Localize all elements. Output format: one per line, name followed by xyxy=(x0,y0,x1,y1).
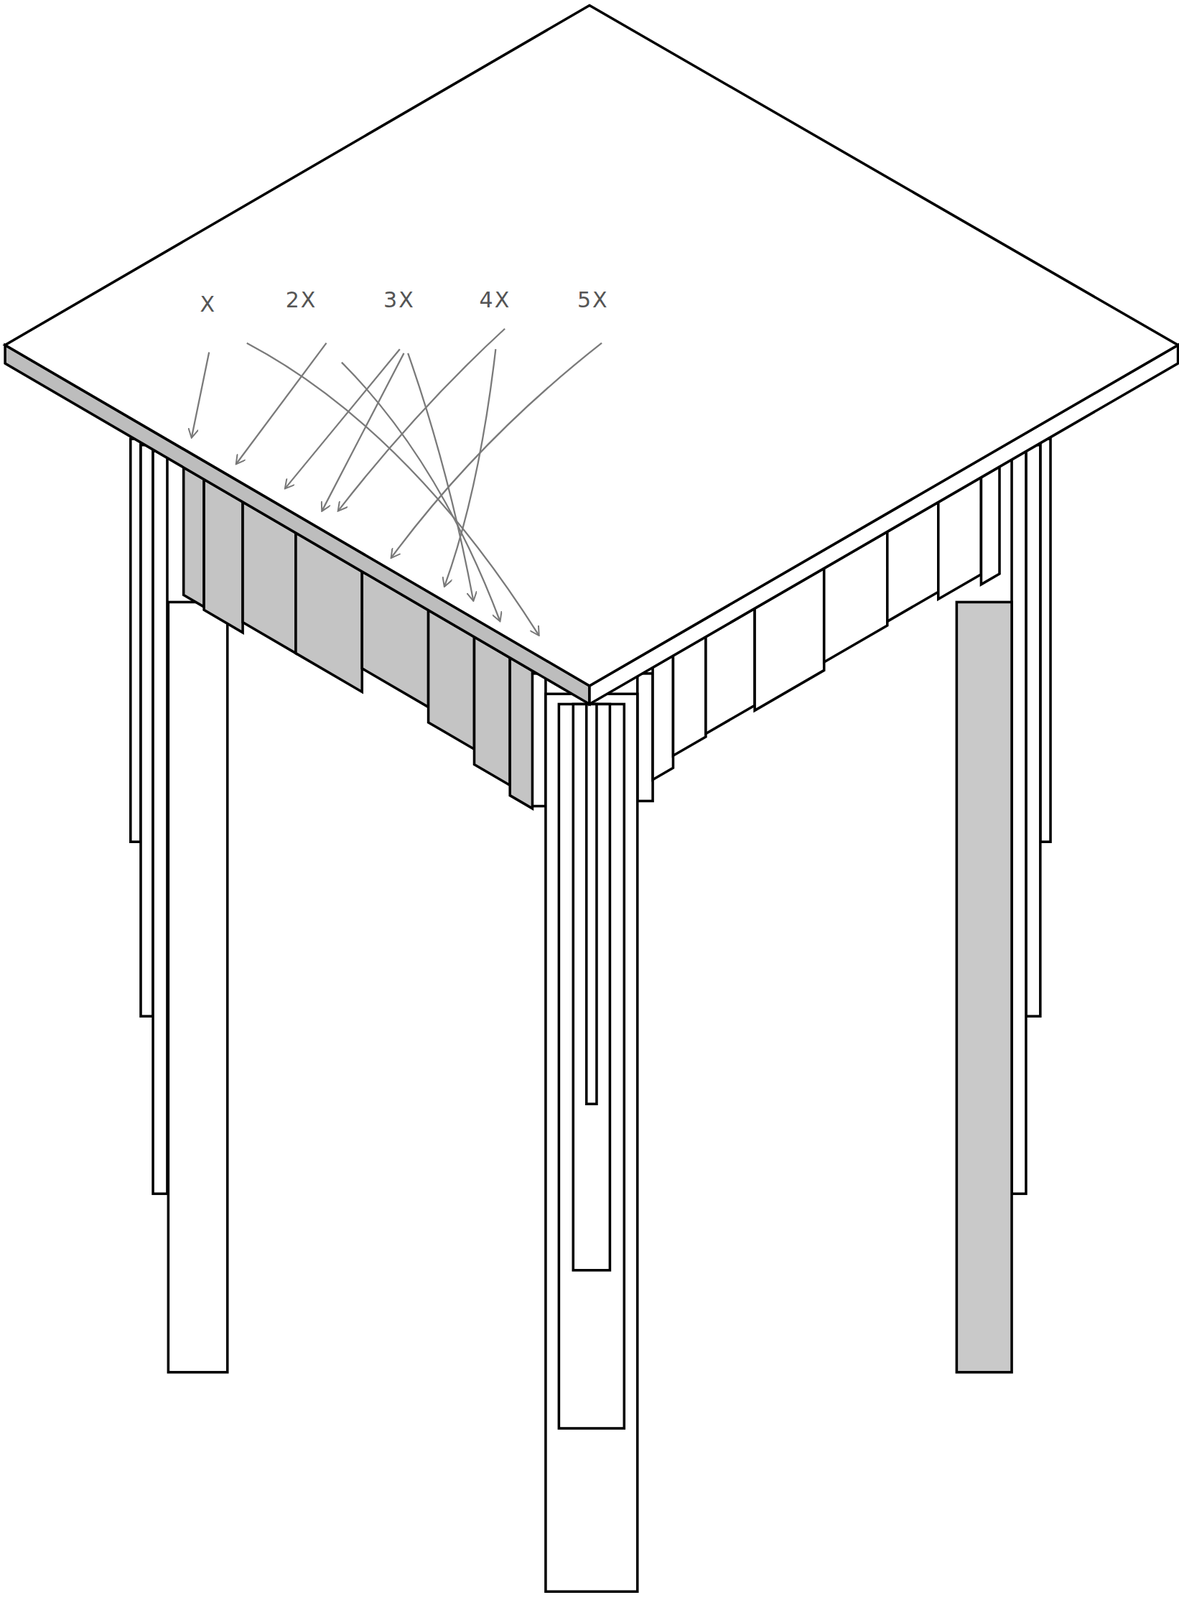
multiplier-label: 5X xyxy=(577,289,609,311)
leader-arrows xyxy=(191,328,602,635)
leg-strip xyxy=(1040,438,1051,842)
apron-panel xyxy=(672,636,706,757)
apron-panel xyxy=(509,657,533,809)
apron-panel xyxy=(203,479,243,633)
apron-panel xyxy=(183,467,204,607)
leg-strip xyxy=(586,703,597,1104)
multiplier-label: X xyxy=(199,293,217,316)
leg-strip xyxy=(558,703,624,1428)
leg-strip xyxy=(1026,445,1041,1017)
apron-panel xyxy=(980,466,1000,585)
leg-strip xyxy=(140,445,153,1017)
multiplier-label: 2X xyxy=(285,289,318,311)
multiplier-label: 3X xyxy=(383,289,416,311)
leg-strip xyxy=(152,450,168,1194)
table-top xyxy=(5,5,1178,704)
leg-strip xyxy=(545,693,638,1592)
apron-panel xyxy=(652,655,673,780)
leg-strip xyxy=(168,601,227,1372)
leg-strip xyxy=(130,438,141,842)
leg-strip xyxy=(637,673,653,802)
multiplier-label: 4X xyxy=(479,289,512,311)
leg-strip xyxy=(956,601,1012,1372)
apron-panel xyxy=(473,636,510,786)
leg-strip xyxy=(572,703,610,1270)
leg-strip xyxy=(1011,450,1027,1194)
